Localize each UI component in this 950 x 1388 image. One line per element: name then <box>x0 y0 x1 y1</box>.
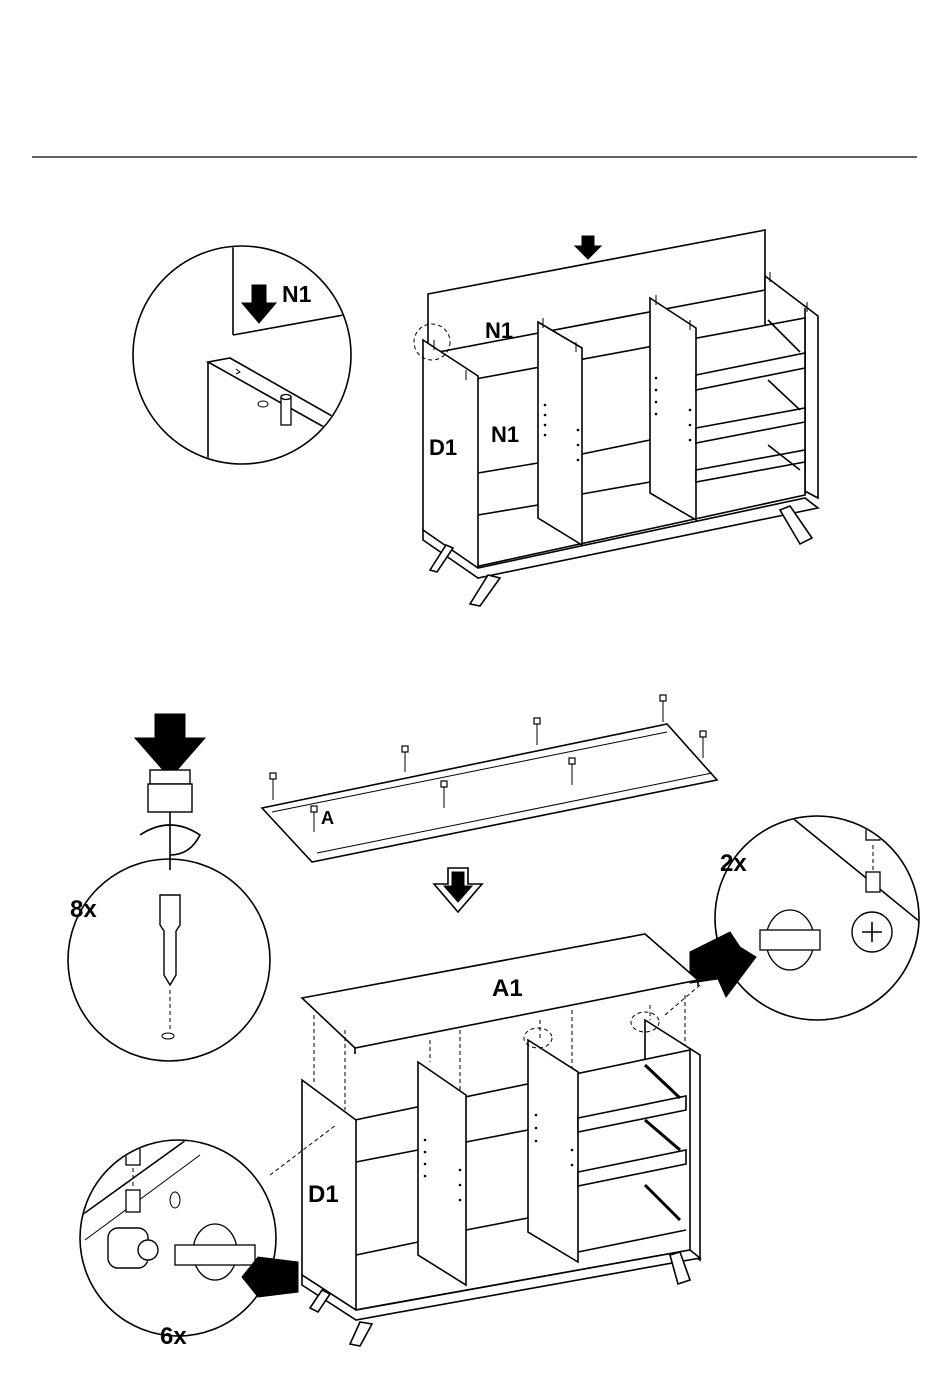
step2-dowel-detail: 8x <box>68 714 270 1061</box>
detail-label-n1: N1 <box>282 281 312 307</box>
screw-label-a: A <box>321 808 334 828</box>
side-panel-label-d1: D1 <box>429 435 457 460</box>
step1-detail-circle: N1 <box>133 240 360 470</box>
quantity-cams-right: 2x <box>720 850 747 877</box>
down-arrow-icon <box>575 236 601 259</box>
arrow-icon <box>690 932 756 997</box>
panel-label-n1-inner: N1 <box>491 422 519 447</box>
step1-cabinet-drawing: N1 N1 D1 <box>414 230 818 606</box>
top-panel-label-a1: A1 <box>492 975 523 1002</box>
screwdriver <box>175 1245 255 1265</box>
step2-top-panel-screws: A <box>262 695 717 912</box>
quantity-cams-left: 6x <box>160 1323 187 1350</box>
step2-cam-detail-left: 6x <box>75 1125 298 1350</box>
wooden-dowel <box>160 895 180 985</box>
step2-cam-detail-right: 2x <box>690 810 930 1020</box>
panel-label-n1-top: N1 <box>485 318 513 343</box>
side-panel-label-d1-step2: D1 <box>308 1181 339 1208</box>
screwdriver <box>760 930 820 950</box>
quantity-dowels: 8x <box>70 896 97 923</box>
down-arrow-icon <box>242 285 276 323</box>
step2-cabinet-drawing: A1 <box>270 934 700 1346</box>
down-arrow-icon <box>135 714 205 778</box>
